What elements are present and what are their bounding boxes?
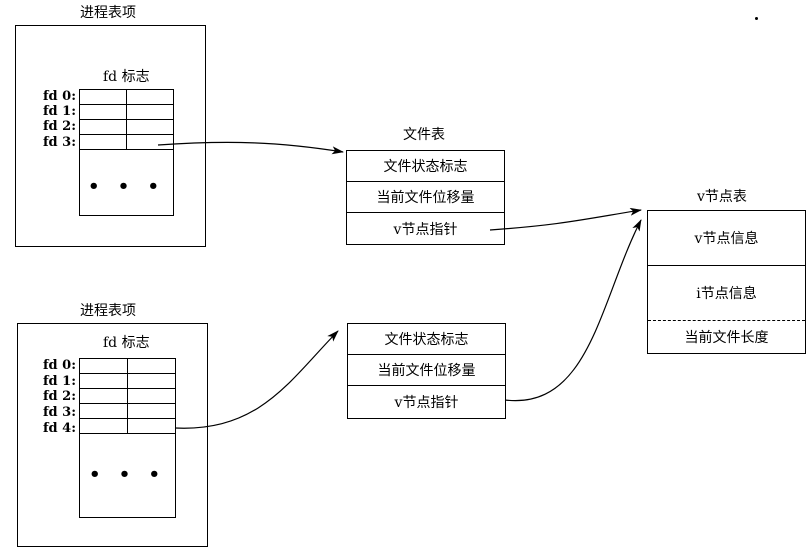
file-table2: 文件状态标志 当前文件位移量 v节点指针 [347,323,506,419]
file-status-flags: 文件状态标志 [347,151,504,182]
process2-fd3-label: fd 3: [42,405,76,420]
current-offset: 当前文件位移量 [348,355,505,386]
process1-fd-grid: • • • [79,89,174,216]
arrow-p2fd4-to-filetable2 [174,330,339,429]
process2-fd1-label: fd 1: [42,374,76,389]
inode-info: i节点信息 [648,266,805,321]
fd-row [80,359,175,374]
fd-row [80,120,173,135]
fd-row [80,419,175,434]
fd-row [80,404,175,419]
process2-fd4-label: fd 4: [42,421,76,436]
vnode-table-title: v节点表 [697,189,747,205]
current-offset: 当前文件位移量 [347,182,504,213]
fd-row [80,135,173,150]
file-table1-title: 文件表 [403,127,445,143]
arrow-filetable1-to-vnode [489,207,642,231]
vnode-table: v节点信息 i节点信息 当前文件长度 [647,210,806,354]
process1-ellipsis: • • • [87,176,166,197]
vnode-pointer: v节点指针 [393,221,458,238]
process1-fd1-label: fd 1: [42,104,76,119]
process1-fd0-label: fd 0: [42,89,76,104]
arrow-p1fd3-to-filetable1 [157,141,344,155]
process1-fd2-label: fd 2: [42,119,76,134]
process2-fd0-label: fd 0: [42,358,76,373]
process2-fd2-label: fd 2: [42,389,76,404]
fd-row [80,105,173,120]
file-table1: 文件状态标志 当前文件位移量 v节点指针 [346,150,505,245]
fd-row [80,90,173,105]
process1-fd-header: fd 标志 [103,69,150,85]
current-file-length: 当前文件长度 [684,329,769,346]
vnode-pointer: v节点指针 [394,394,459,411]
process2-table: fd 标志 fd 0: fd 1: fd 2: fd 3: fd 4: • • … [17,323,208,547]
process2-ellipsis: • • • [88,464,167,485]
process2-fd-grid: • • • [79,358,176,518]
stray-dot [755,17,758,20]
vnode-info: v节点信息 [648,211,805,266]
fd-row [80,374,175,389]
process1-fd3-label: fd 3: [42,135,76,150]
fd-row [80,389,175,404]
process2-title: 进程表项 [80,303,136,319]
process1-table: fd 标志 fd 0: fd 1: fd 2: fd 3: • • • [15,25,206,247]
file-status-flags: 文件状态标志 [348,324,505,355]
process2-fd-header: fd 标志 [103,335,150,351]
arrow-filetable2-to-vnode [504,219,642,402]
process1-title: 进程表项 [80,5,136,21]
